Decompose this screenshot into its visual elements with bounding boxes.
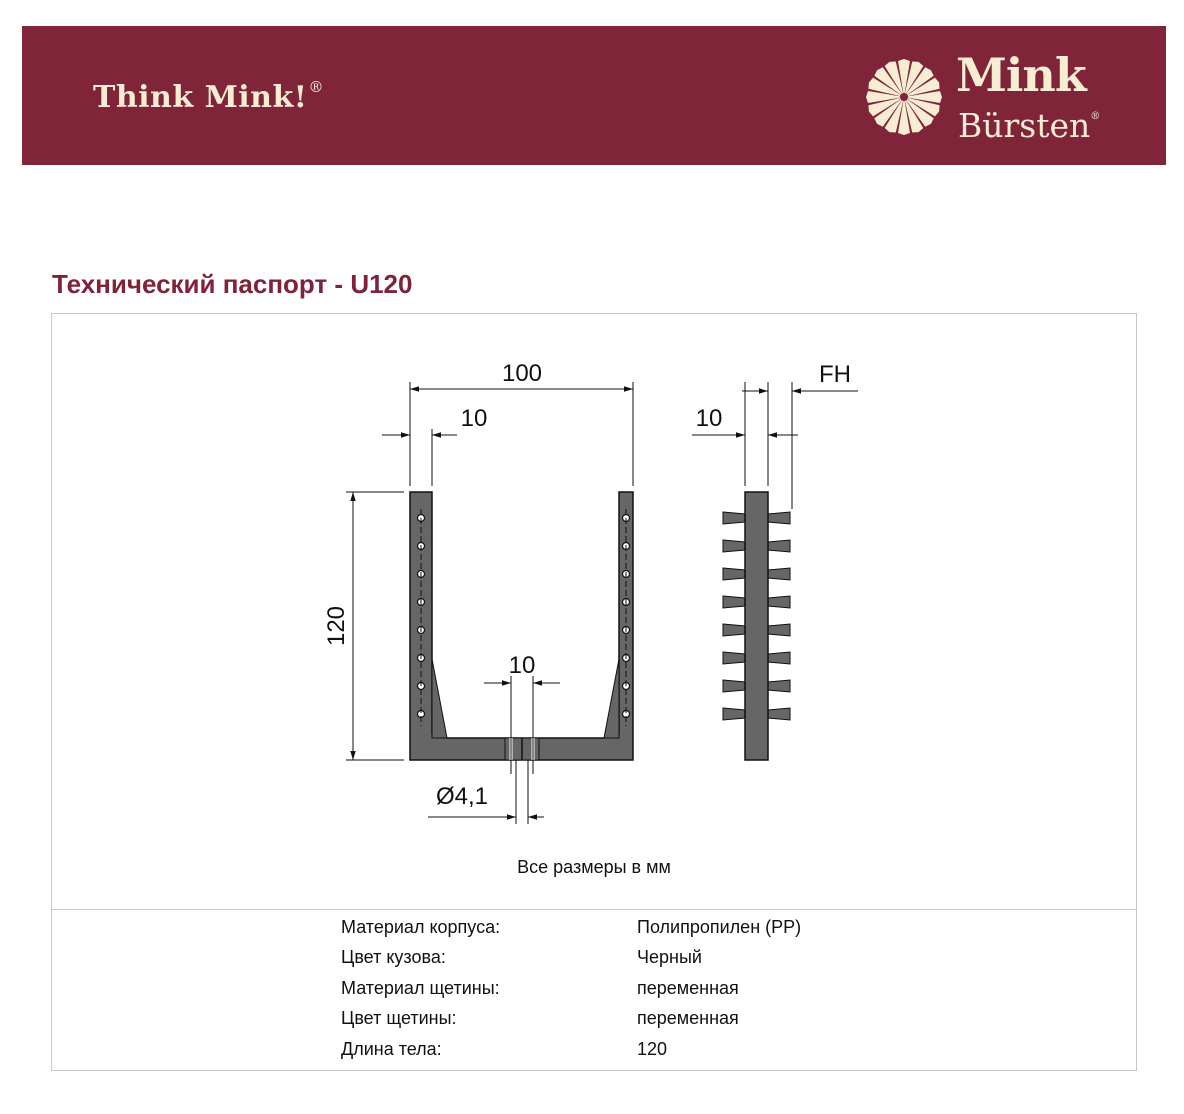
bristle-tuft	[767, 651, 791, 665]
dim-slot-label: 10	[509, 652, 536, 679]
bristle-tuft	[767, 567, 791, 581]
registered-mark: ®	[308, 78, 324, 96]
bristle-tuft	[767, 595, 791, 609]
spec-value: Полипропилен (PP)	[637, 917, 802, 937]
bristle-tuft	[767, 707, 791, 721]
dim-wall-label: 10	[461, 405, 488, 432]
bristle-tuft	[722, 679, 746, 693]
spec-value: 120	[637, 1038, 668, 1059]
brush-burst-icon	[866, 59, 942, 135]
spec-label: Цвет кузова:	[341, 947, 446, 968]
bristle-tuft	[767, 511, 791, 525]
logo-wordmark-mink: Mink	[956, 48, 1087, 102]
drawing-caption: Все размеры в мм	[517, 857, 671, 877]
spec-value: Черный	[637, 947, 702, 968]
spec-label: Цвет щетины:	[341, 1008, 457, 1029]
dim-side-wall-label: 10	[696, 405, 723, 432]
divider	[52, 909, 1136, 910]
dim-height-label: 120	[323, 606, 350, 646]
technical-drawing: 100 10 120 10 Ø4,1 FH 10	[323, 360, 858, 824]
bristle-tuft	[722, 623, 746, 637]
bristle-tuft	[722, 567, 746, 581]
page-title: Технический паспорт - U120	[52, 269, 413, 299]
bristle-tuft	[722, 651, 746, 665]
bristle-tuft	[722, 511, 746, 525]
spec-label: Длина тела:	[341, 1038, 442, 1059]
slogan: Think Mink!®	[93, 78, 324, 115]
dim-fh-label: FH	[819, 361, 851, 388]
side-view-body	[744, 491, 769, 761]
logo-wordmark-bursten: Bürsten®	[958, 106, 1101, 145]
dim-hole-label: Ø4,1	[436, 783, 488, 810]
spec-label: Материал щетины:	[341, 977, 500, 998]
datasheet-panel: 100 10 120 10 Ø4,1 FH 10 Все размеры в м…	[51, 313, 1137, 1071]
spec-label: Материал корпуса:	[341, 917, 501, 937]
dim-width-label: 100	[502, 360, 542, 387]
bristle-tuft	[722, 595, 746, 609]
bristle-tuft	[767, 623, 791, 637]
spec-value: переменная	[637, 1008, 739, 1029]
bristle-tuft	[767, 679, 791, 693]
bristle-tuft	[722, 707, 746, 721]
header-banner: Think Mink!® Mink Bürsten®	[22, 26, 1166, 165]
bristle-tuft	[767, 539, 791, 553]
spec-value: переменная	[637, 977, 739, 998]
bristle-tuft	[722, 539, 746, 553]
